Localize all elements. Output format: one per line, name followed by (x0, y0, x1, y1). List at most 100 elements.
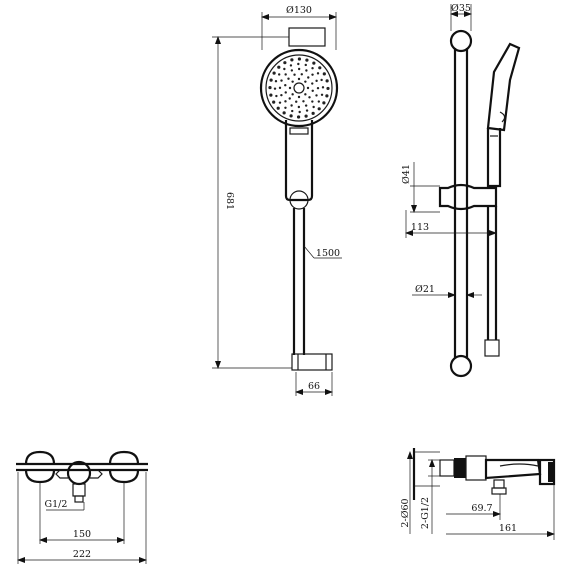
front-view: Ø130 681 1500 66 (212, 5, 342, 396)
nozzle-dot (304, 63, 307, 67)
dim-rail-length: 681 (224, 192, 235, 210)
nozzle-dot (289, 114, 293, 118)
nozzle-dot (290, 69, 294, 72)
inlet-nut (454, 458, 466, 478)
leader-line (303, 245, 315, 259)
nozzle-dot (278, 101, 282, 104)
nozzle-dot (311, 89, 314, 92)
nozzle-dot (290, 104, 293, 107)
nozzle-dot (284, 73, 287, 76)
nozzle-dot (311, 100, 314, 103)
dim-inlet-thread: G1/2 (45, 499, 68, 510)
left-flange-bottom (24, 469, 56, 484)
dim-slider-diameter: Ø41 (401, 164, 412, 184)
rail-top-cap (449, 29, 473, 53)
nozzle-dot (311, 73, 314, 76)
shower-head-center (293, 82, 305, 94)
nozzle-dot (298, 110, 301, 114)
nozzle-dot (311, 82, 314, 85)
nozzle-dot (296, 115, 301, 119)
nozzle-dot (302, 100, 305, 103)
nozzle-dot (312, 105, 315, 109)
nozzle-dot (318, 66, 322, 70)
nozzle-dot (269, 93, 273, 97)
shower-handle (284, 120, 314, 202)
outlet (72, 483, 86, 497)
handle-right (90, 469, 103, 479)
right-flange-top (108, 450, 140, 465)
side-view: Ø35 Ø41 113 Ø21 (401, 3, 521, 378)
hand-shower-handle (486, 128, 502, 188)
nozzle-dot (297, 105, 301, 109)
nozzle-dot (304, 80, 307, 83)
nozzle-dot (295, 100, 298, 103)
nozzle-dot (275, 94, 278, 98)
nozzle-dot (316, 86, 320, 90)
nozzle-dot (287, 77, 290, 80)
hand-shower-side (486, 42, 521, 132)
dim-rail-top-diameter: Ø35 (451, 3, 471, 14)
nozzle-dot (284, 91, 287, 94)
rail-top-cap (288, 27, 326, 47)
nozzle-dot (304, 104, 308, 107)
dim-head-diameter: Ø130 (286, 5, 312, 16)
nozzle-dot (297, 77, 301, 81)
nozzle-dot (320, 93, 324, 96)
mixer-front-view: G1/2 150 222 (16, 450, 148, 564)
nozzle-dot (320, 78, 323, 82)
nozzle-dot (315, 94, 318, 97)
nozzle-dot (304, 114, 308, 118)
nozzle-dot (283, 67, 286, 71)
nozzle-dot (276, 106, 280, 110)
nozzle-dot (300, 73, 303, 76)
left-flange-top (24, 450, 56, 465)
nozzle-dot (291, 109, 294, 113)
handle-clip (289, 190, 309, 210)
nozzle-dot (297, 62, 300, 66)
nozzle-dot (315, 79, 318, 83)
shower-head-outer (259, 48, 339, 128)
nozzle-dot (304, 93, 307, 96)
nozzle-dot (321, 86, 325, 89)
nozzle-dot (305, 58, 309, 62)
nozzle-dot (308, 96, 311, 99)
outlet-thread (74, 495, 84, 503)
nozzle-dot (274, 80, 278, 83)
nozzle-dot (272, 100, 276, 104)
nozzle-dot (316, 72, 320, 75)
inlet-fitting (439, 459, 455, 477)
inlet-connector (465, 455, 487, 481)
mixer-side-view: 2-Ø60 2-G1/2 69.7 161 (400, 448, 556, 540)
mixer-body-side (484, 458, 542, 480)
nozzle-dot (277, 73, 281, 76)
nozzle-dot (312, 61, 316, 65)
nozzle-dot (284, 100, 287, 103)
nozzle-dot (288, 86, 292, 90)
shower-head-inner (265, 54, 333, 122)
rail-bottom-cap (449, 354, 473, 378)
dim-hose-length: 1500 (316, 248, 340, 259)
hook (499, 111, 506, 123)
hose-end (484, 339, 500, 357)
nozzle-dot (290, 58, 294, 62)
nozzle-dot (284, 106, 287, 110)
shower-head-nozzles (268, 57, 330, 119)
nozzle-dot (297, 57, 302, 61)
dim-bracket-width: 66 (308, 381, 320, 392)
dim-projection: 113 (411, 222, 429, 233)
wall-bracket (291, 353, 333, 371)
dim-mount-thread: 2-G1/2 (420, 497, 431, 529)
nozzle-dot (291, 93, 294, 96)
dim-mount-diameter: 2-Ø60 (400, 498, 411, 527)
dim-depth: 161 (499, 523, 517, 534)
nozzle-dot (307, 76, 310, 79)
nozzle-dot (297, 67, 301, 71)
nozzle-dot (311, 111, 315, 115)
dim-rail-diameter: Ø21 (415, 284, 435, 295)
dim-outlet-offset: 69.7 (471, 503, 492, 514)
nozzle-dot (305, 109, 309, 112)
nozzle-dot (268, 85, 272, 90)
nozzle-dot (293, 73, 296, 76)
handle-band (289, 127, 309, 135)
